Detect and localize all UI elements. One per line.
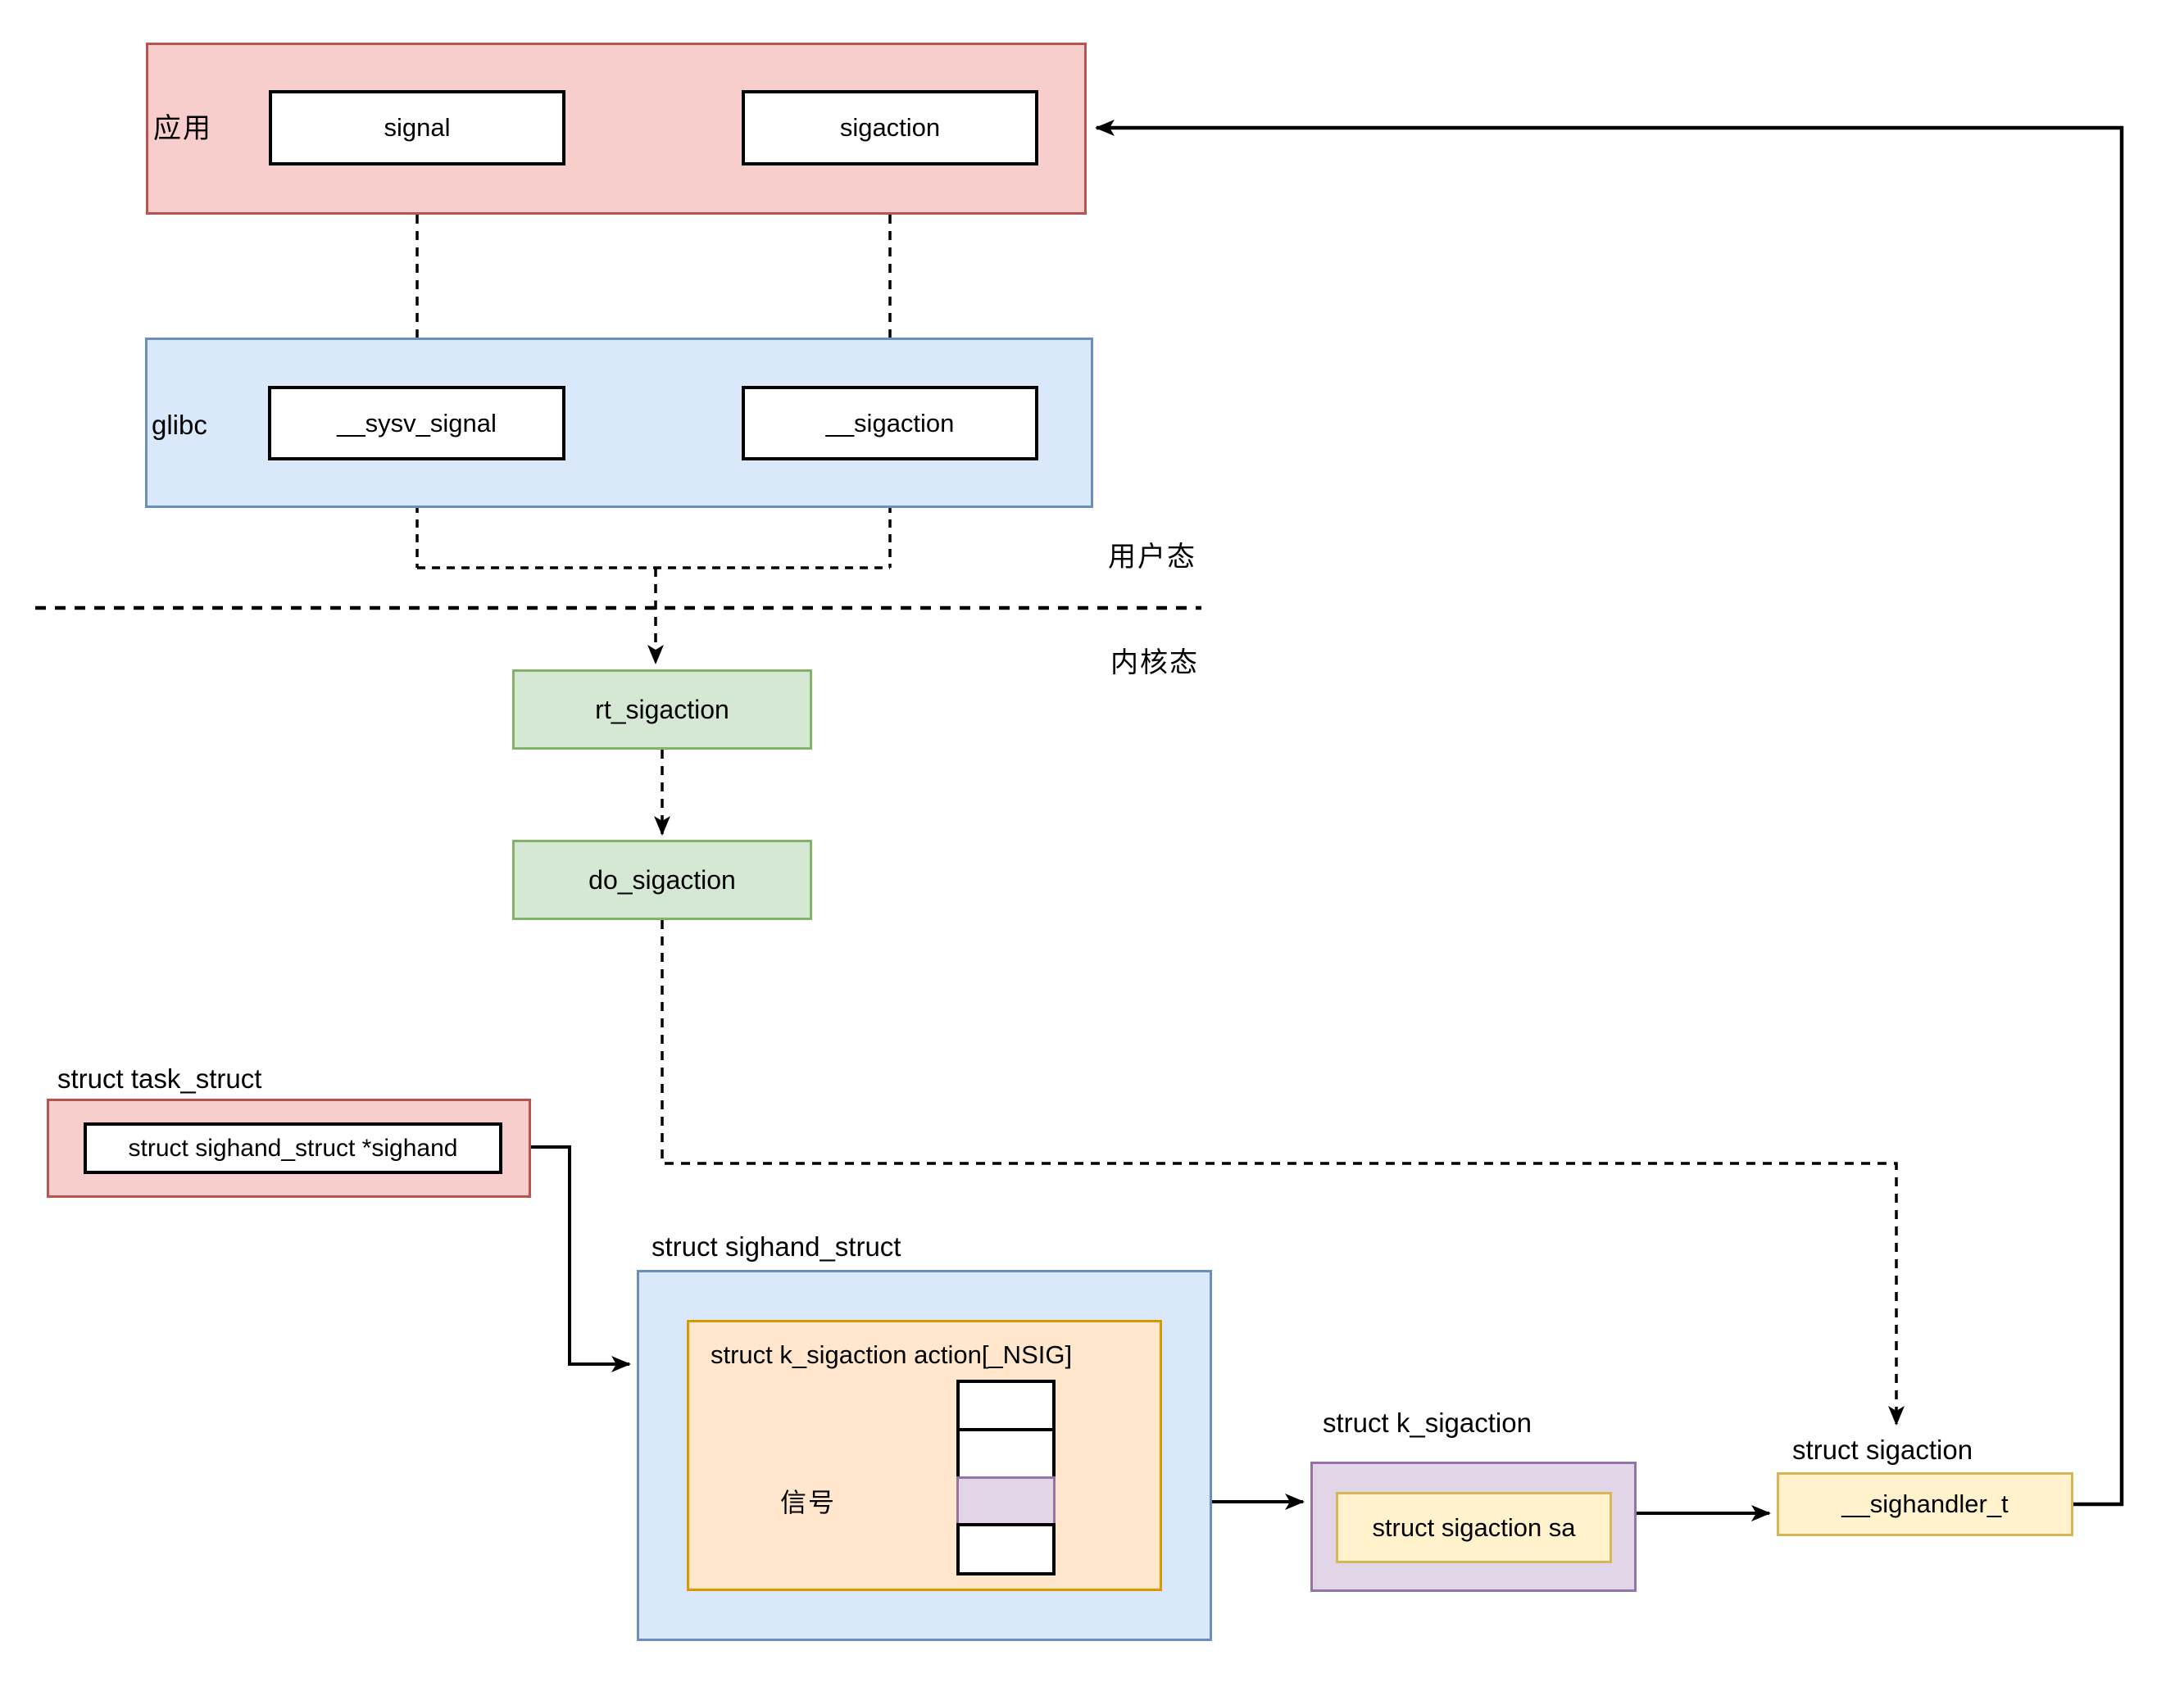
glibc-label: glibc <box>152 410 207 440</box>
sysv-signal-node: __sysv_signal <box>268 386 565 460</box>
do-sigaction-node: do_sigaction <box>512 840 812 920</box>
action-array-cell-selected <box>956 1476 1056 1526</box>
signal-index-label: 信号 <box>780 1488 837 1517</box>
glibc-sigaction-node: __sigaction <box>742 386 1038 460</box>
sigaction-struct-title: struct sigaction <box>1792 1435 1973 1465</box>
action-array-cell <box>956 1523 1056 1575</box>
signal-node: signal <box>269 90 565 165</box>
sighand-pointer-arrow <box>502 1145 631 1372</box>
task-struct-title: struct task_struct <box>57 1063 262 1094</box>
sighandler-t-field: __sighandler_t <box>1777 1472 2073 1536</box>
k-sigaction-title: struct k_sigaction <box>1323 1408 1532 1438</box>
sighand-pointer-field: struct sighand_struct *sighand <box>84 1122 502 1174</box>
sigaction-sa-field: struct sigaction sa <box>1336 1492 1612 1563</box>
rt-sigaction-node: rt_sigaction <box>512 669 812 750</box>
app-label: 应用 <box>153 113 212 144</box>
k-sigaction-array-box <box>687 1320 1162 1591</box>
sigaction-node: sigaction <box>742 90 1038 165</box>
action-array-cell <box>956 1428 1056 1480</box>
sighand-struct-title: struct sighand_struct <box>652 1231 901 1262</box>
user-mode-label: 用户态 <box>1108 542 1196 573</box>
action-array-cell <box>956 1380 1056 1431</box>
k-sigaction-array-label: struct k_sigaction action[_NSIG] <box>711 1340 1073 1369</box>
do-sigaction-to-sigaction-struct-arrow <box>661 920 1905 1426</box>
kernel-mode-label: 内核态 <box>1110 647 1199 678</box>
sighandler-to-app-arrow <box>1095 120 2124 1507</box>
